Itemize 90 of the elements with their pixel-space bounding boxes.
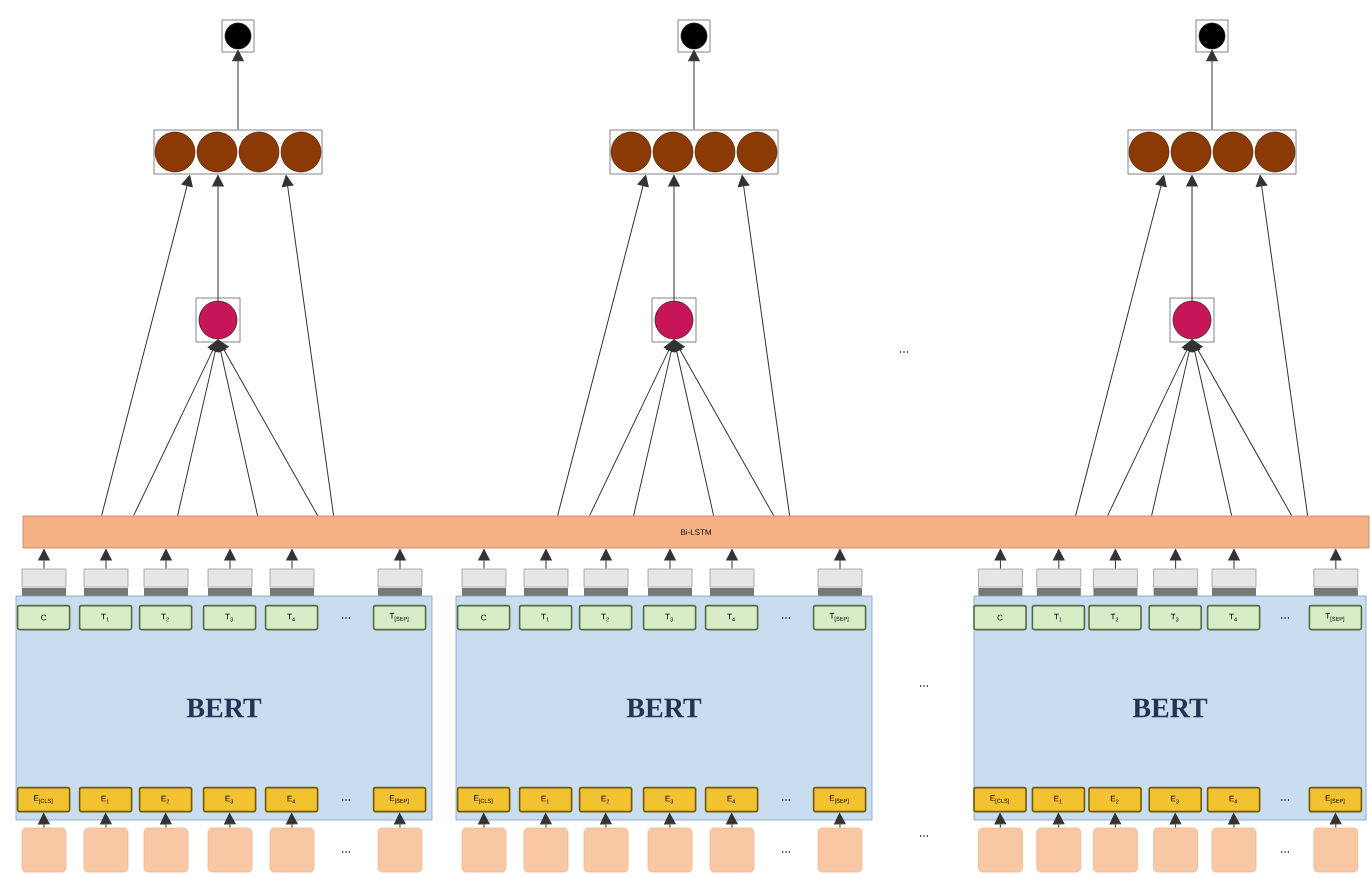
arrow [224, 813, 236, 829]
arrow [478, 813, 490, 829]
input-token [269, 827, 315, 873]
arrow [1330, 549, 1342, 570]
arrow [394, 813, 406, 829]
neuron-layer [609, 129, 779, 175]
arrow [1169, 813, 1182, 829]
output-layer-block [817, 568, 863, 596]
output-layer-block [647, 568, 693, 596]
arrow [394, 549, 406, 570]
arrow [994, 813, 1007, 829]
arrow [1228, 813, 1240, 829]
input-token [21, 827, 67, 873]
arrow [726, 549, 738, 570]
input-token [709, 827, 755, 873]
input-token [647, 827, 693, 873]
arrow [1255, 175, 1309, 517]
input-token [1093, 827, 1138, 873]
output-layer-block [1313, 568, 1359, 596]
arrow [286, 549, 298, 570]
arrow [674, 339, 775, 517]
arrow [600, 549, 612, 570]
arrow [557, 175, 649, 517]
input-token [817, 827, 863, 873]
neuron-layer [1127, 129, 1297, 175]
arrow [100, 549, 112, 570]
input-token [1211, 827, 1257, 873]
arrow [160, 813, 172, 829]
output-layer-block [978, 568, 1023, 596]
arrow [38, 549, 50, 570]
input-token [1153, 827, 1198, 873]
arrow [160, 549, 172, 570]
arrow [1169, 549, 1182, 570]
arrow [1206, 49, 1218, 131]
arrow [688, 49, 700, 131]
arrow [1228, 549, 1240, 570]
input-token [207, 827, 253, 873]
arrow [664, 549, 676, 570]
output-layer-block [1093, 568, 1138, 596]
input-token [583, 827, 629, 873]
input-token [523, 827, 569, 873]
arrow [1053, 549, 1065, 570]
arrow [232, 49, 244, 131]
arrow [737, 175, 791, 517]
arrow [38, 813, 50, 829]
arrow [281, 175, 335, 517]
output-layer-block [461, 568, 507, 596]
arrow [1186, 175, 1198, 302]
arrow [540, 549, 552, 570]
output-layer-block [269, 568, 315, 596]
output-layer-block [143, 568, 189, 596]
input-token [1313, 827, 1359, 873]
output-layer-block [523, 568, 569, 596]
arrow [212, 175, 224, 302]
arrow [1109, 813, 1122, 829]
arrow [726, 813, 738, 829]
output-layer-block [377, 568, 423, 596]
arrow [994, 549, 1007, 570]
arrow [1192, 339, 1293, 517]
output-layer-block [83, 568, 129, 596]
arrow [834, 813, 846, 829]
arrow [100, 813, 112, 829]
input-token [143, 827, 189, 873]
output-layer-block [1036, 568, 1082, 596]
arrow [101, 175, 193, 517]
neuron-layer [153, 129, 323, 175]
arrow [540, 813, 552, 829]
arrow [834, 549, 846, 570]
arrow [1052, 813, 1065, 829]
arrow [1109, 549, 1122, 570]
arrow [664, 813, 676, 829]
arrow [286, 813, 298, 829]
input-token [978, 827, 1023, 873]
output-layer-block [21, 568, 67, 596]
input-token [377, 827, 423, 873]
output-layer-block [1211, 568, 1257, 596]
arrow [478, 549, 490, 570]
arrow [1329, 813, 1342, 829]
output-layer-block [583, 568, 629, 596]
arrow [600, 813, 612, 829]
arrow [224, 549, 236, 570]
arrow [1075, 175, 1167, 517]
input-token [83, 827, 129, 873]
input-token [1036, 827, 1082, 873]
output-layer-block [709, 568, 755, 596]
input-token [461, 827, 507, 873]
output-layer-block [1153, 568, 1198, 596]
output-layer-block [207, 568, 253, 596]
arrow [218, 339, 319, 517]
arrow [668, 175, 680, 302]
